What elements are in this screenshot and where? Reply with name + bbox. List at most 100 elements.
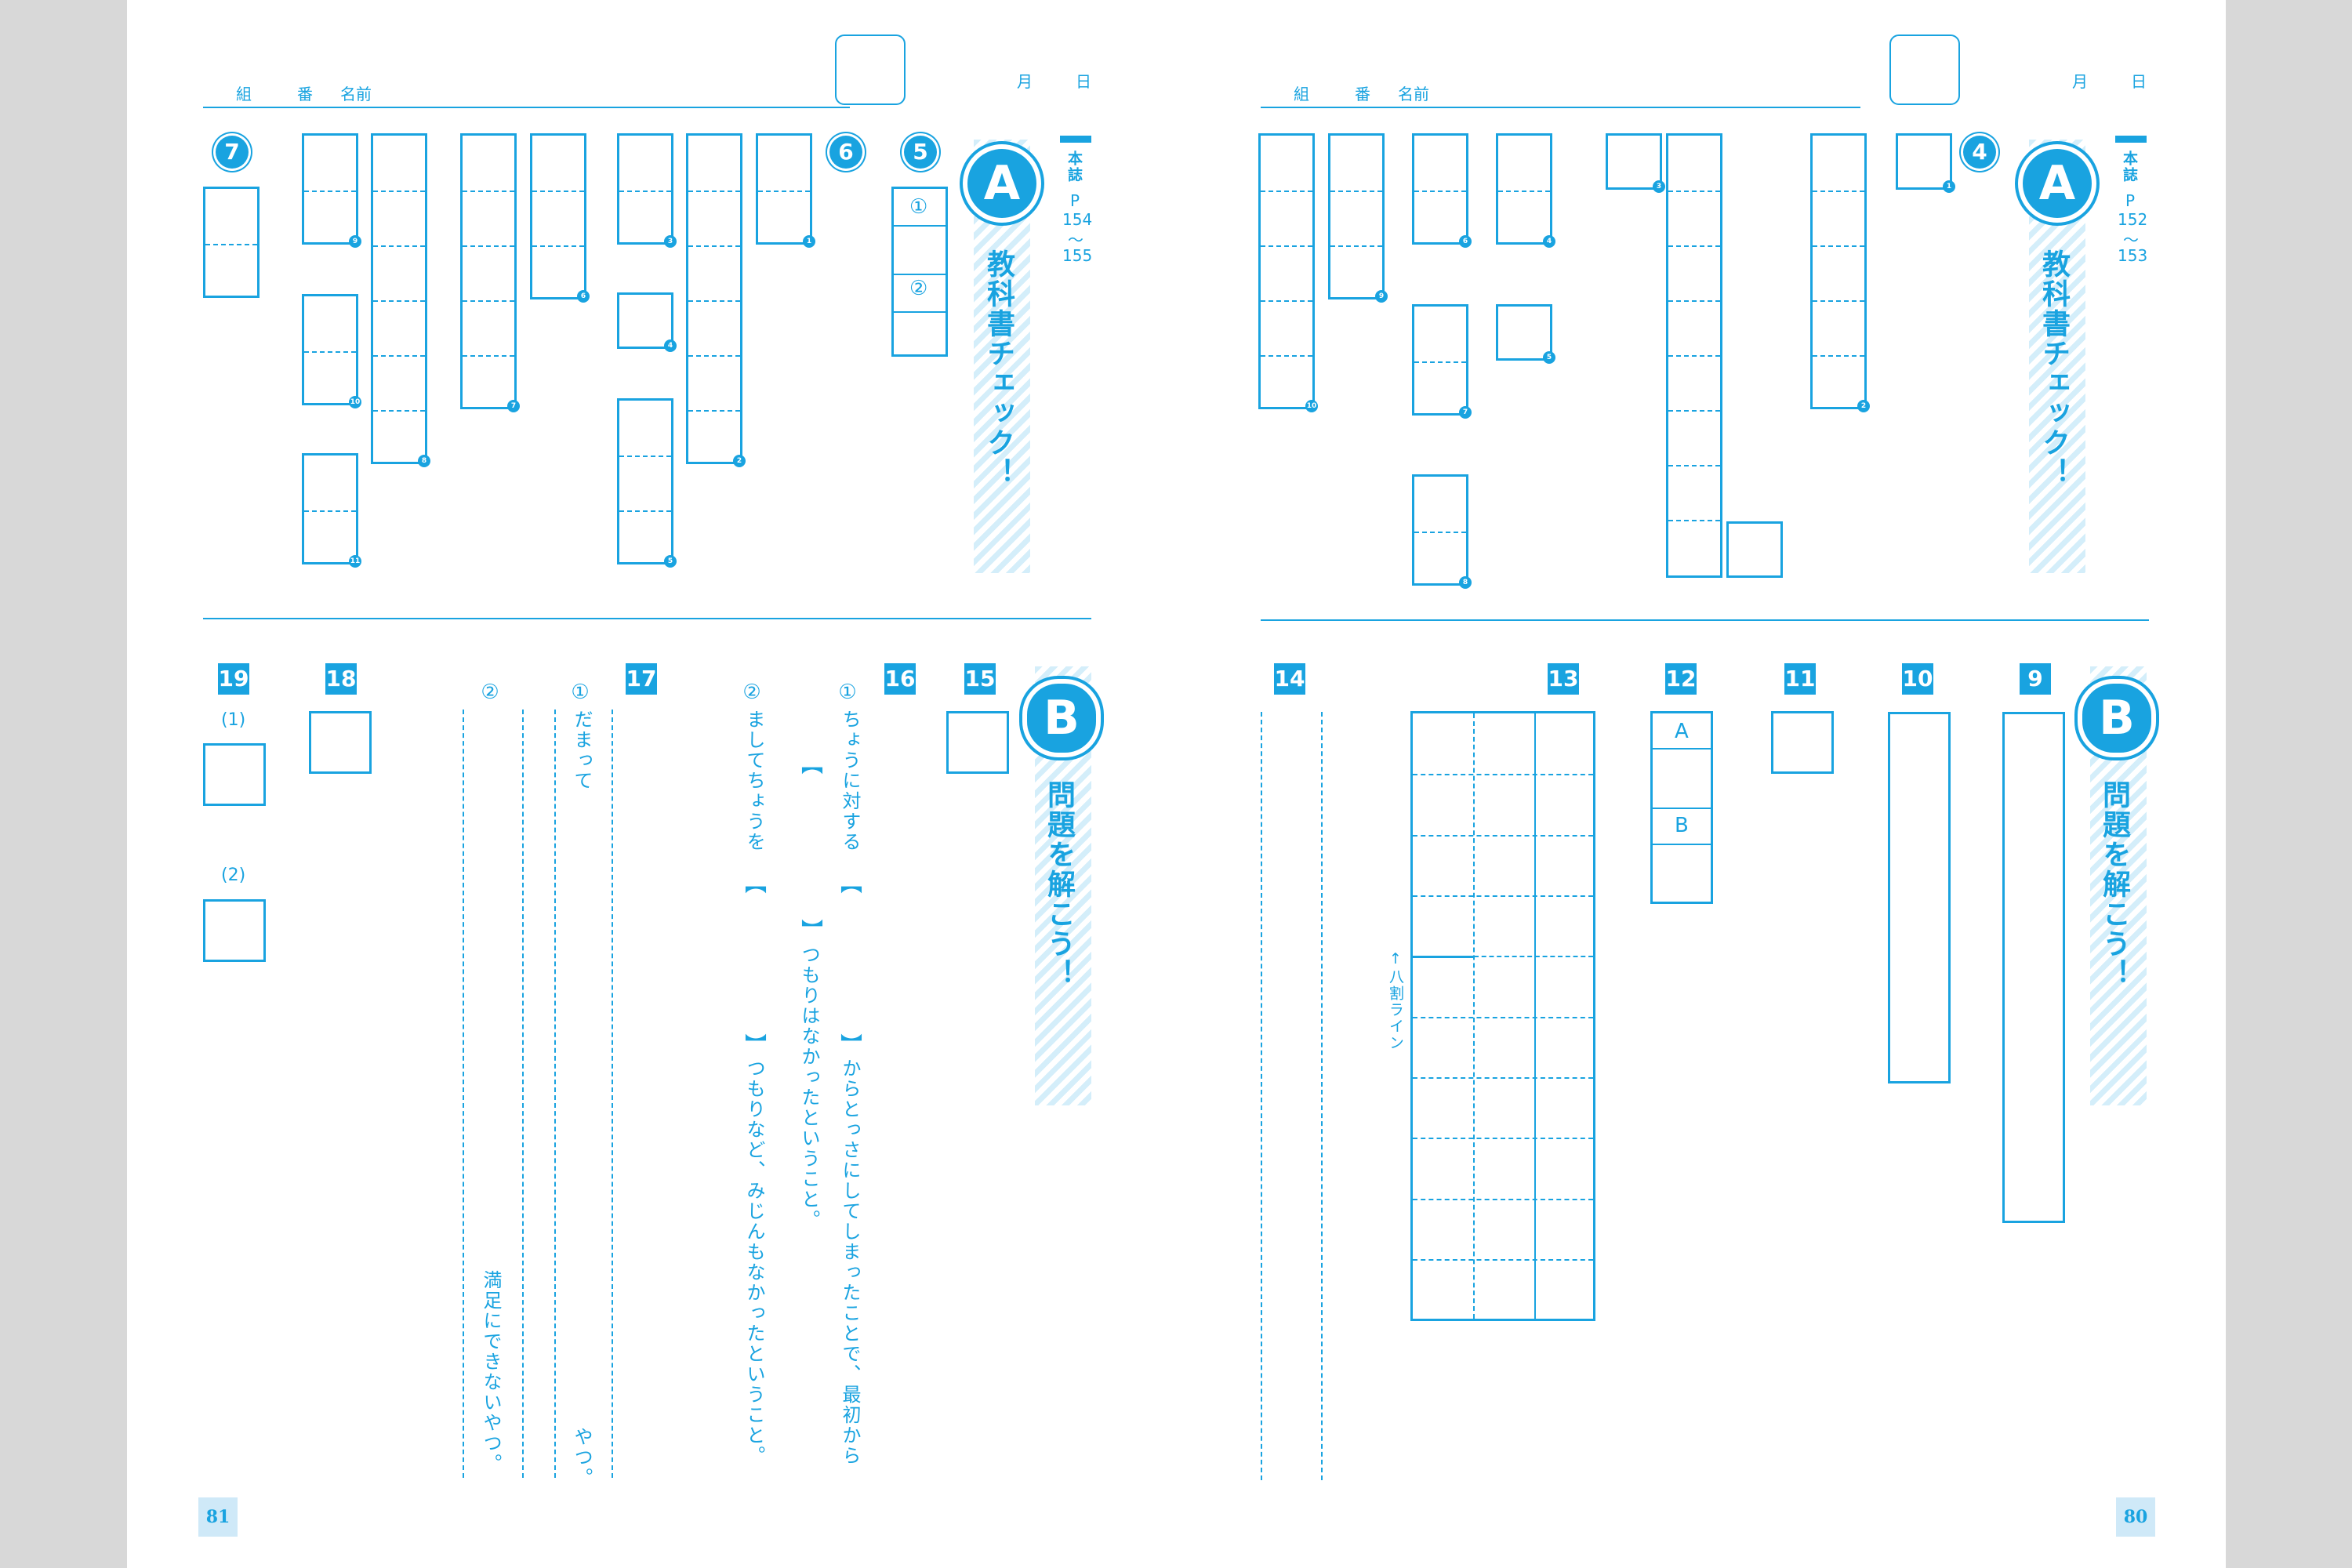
page-number-80: 80: [2116, 1497, 2155, 1537]
q6-tab-10: 10: [349, 396, 361, 408]
q5-part-1: ①: [909, 195, 928, 219]
question-5-number: 5: [904, 136, 937, 169]
section-b-badge: B: [1027, 684, 1096, 753]
q6-tab-3: 3: [664, 235, 677, 248]
name-label: 名前: [1398, 85, 1429, 103]
question-12-number: 12: [1665, 663, 1697, 695]
question-15-answer-box[interactable]: [946, 711, 1009, 774]
q17-part-1-end: やつ。: [571, 1427, 593, 1488]
q4-box-2[interactable]: 2: [1810, 133, 1870, 412]
q16-part-2-post: つもりなど、みじんもなかったということ。: [743, 1058, 765, 1466]
class-label: 組: [1294, 85, 1309, 103]
question-4-number: 4: [1963, 136, 1996, 169]
day-label: 日: [1076, 72, 1091, 91]
q6-box-7[interactable]: 7: [460, 133, 520, 412]
q12-part-B: B: [1675, 814, 1689, 837]
ref-to: 155: [1062, 246, 1093, 265]
q6-tab-6: 6: [577, 290, 590, 303]
section-b-badge: B: [2082, 684, 2151, 753]
question-13-answer-grid[interactable]: [1410, 711, 1595, 1321]
section-divider: [1261, 619, 2149, 621]
ref-p: P: [1070, 191, 1080, 210]
question-7-answer-box[interactable]: [203, 187, 260, 298]
section-a-badge: A: [2023, 149, 2092, 218]
q6-box-3[interactable]: 3: [617, 133, 677, 248]
q6-box-8[interactable]: 8: [371, 133, 430, 467]
q17-part-1-text: だまって: [571, 710, 593, 791]
ref-from: 154: [1062, 210, 1093, 229]
q6-box-9[interactable]: 9: [302, 133, 361, 248]
q4-tab-4: 4: [1543, 235, 1555, 248]
q4-box-8[interactable]: 8: [1412, 474, 1472, 589]
q5-part-2: ②: [909, 277, 928, 300]
question-6-number: 6: [829, 136, 862, 169]
q6-tab-2: 2: [733, 455, 746, 467]
score-box[interactable]: [1889, 34, 1960, 105]
question-12-answer-box[interactable]: A B: [1650, 711, 1713, 904]
question-5-answer-box[interactable]: ① ②: [891, 187, 948, 357]
page-number-81: 81: [198, 1497, 238, 1537]
q4-box-6[interactable]: 6: [1412, 133, 1472, 248]
question-13-number: 13: [1548, 663, 1579, 695]
q16-bracket-1b: 】: [837, 1033, 863, 1057]
q13-eighty-percent-note: ↑八割ライン: [1387, 950, 1404, 1051]
q6-tab-1: 1: [803, 235, 815, 248]
q4-tab-5: 5: [1543, 351, 1555, 364]
question-10-answer-box[interactable]: [1888, 712, 1951, 1083]
question-18-answer-box[interactable]: [309, 711, 372, 774]
q6-box-4[interactable]: 4: [617, 292, 677, 352]
q17-line-4: [463, 710, 464, 1478]
number-label: 番: [297, 85, 313, 103]
q19-part-2-label: (2): [221, 866, 246, 885]
day-label: 日: [2131, 72, 2147, 91]
section-a-badge: A: [967, 149, 1036, 218]
question-11-answer-box[interactable]: [1771, 711, 1834, 774]
q19-part-2-box[interactable]: [203, 899, 266, 962]
q6-tab-8: 8: [418, 455, 430, 467]
q4-tab-2: 2: [1857, 400, 1870, 412]
q4-tab-8: 8: [1459, 576, 1472, 589]
month-label: 月: [2072, 72, 2088, 91]
header-name-row: 組 番 名前: [203, 78, 850, 108]
question-14-number: 14: [1274, 663, 1305, 695]
q4-box-5[interactable]: 5: [1496, 304, 1555, 364]
q4-box-4[interactable]: 4: [1496, 133, 1555, 248]
q4-box-7[interactable]: 7: [1412, 304, 1472, 419]
question-17-number: 17: [626, 663, 657, 695]
ref-bar: [1060, 136, 1091, 143]
ref-p: P: [2125, 191, 2136, 210]
score-box[interactable]: [835, 34, 906, 105]
q6-box-5[interactable]: 5: [617, 398, 677, 568]
page-80: 組 番 名前 月 日 本誌 P 152 〜 153 A 教科書チェック！ 4 1…: [1182, 0, 2226, 1568]
q16-part-2-pre: ましてちょうを: [743, 710, 765, 852]
ref-label: 本誌: [2121, 151, 2138, 183]
q4-box-3-tail[interactable]: [1726, 521, 1783, 578]
q6-box-11[interactable]: 11: [302, 453, 361, 568]
q6-box-2[interactable]: 2: [686, 133, 746, 467]
q4-box-1[interactable]: 1: [1896, 133, 1955, 193]
q4-box-9[interactable]: 9: [1328, 133, 1388, 303]
month-label: 月: [1017, 72, 1033, 91]
q17-part-2-num: ②: [478, 681, 502, 706]
q17-part-1-num: ①: [568, 681, 592, 706]
q6-tab-4: 4: [664, 339, 677, 352]
q4-box-3-head[interactable]: 3: [1606, 133, 1665, 193]
q6-box-1[interactable]: 1: [756, 133, 815, 248]
q16-bracket-1c: 【: [798, 753, 824, 776]
header-name-row: 組 番 名前: [1261, 78, 1860, 108]
section-a-title: 教科書チェック！: [2038, 249, 2070, 488]
q6-box-10[interactable]: 10: [302, 294, 361, 408]
q4-tab-10: 10: [1305, 400, 1318, 412]
q6-box-6[interactable]: 6: [530, 133, 590, 303]
section-divider: [203, 618, 1091, 619]
q4-box-3-long[interactable]: [1666, 133, 1722, 578]
q4-box-10[interactable]: 10: [1258, 133, 1318, 412]
question-19-number: 19: [218, 663, 249, 695]
q17-line-2: [554, 710, 556, 1478]
ref-label: 本誌: [1065, 151, 1083, 183]
q19-part-1-box[interactable]: [203, 743, 266, 806]
question-18-number: 18: [325, 663, 357, 695]
q16-part-2-num: ②: [740, 681, 764, 706]
q4-tab-7: 7: [1459, 406, 1472, 419]
question-9-answer-box[interactable]: [2002, 712, 2065, 1223]
